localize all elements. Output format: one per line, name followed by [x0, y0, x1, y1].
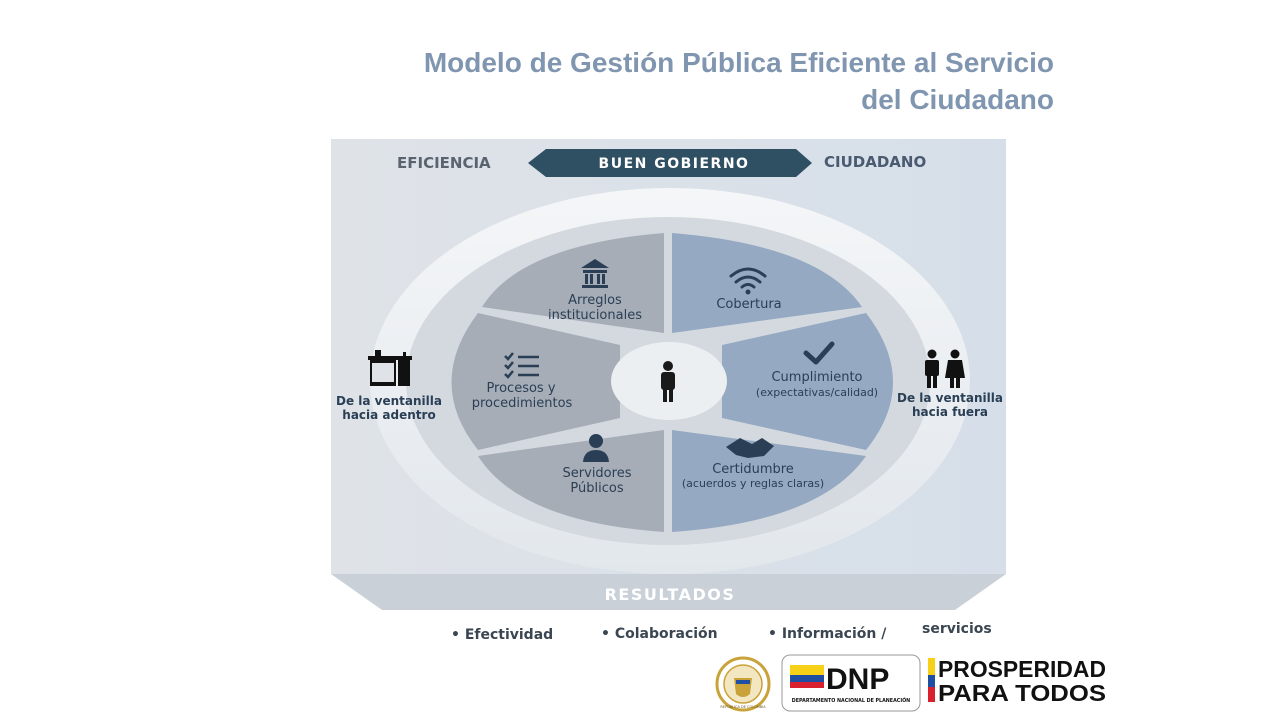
side-right-line-2: hacia fuera: [912, 405, 988, 419]
citizens-icon: [925, 349, 965, 388]
segment-cobertura: [672, 233, 862, 333]
result-item-servicios: servicios: [922, 621, 992, 637]
side-left-line-1: De la ventanilla: [336, 394, 442, 408]
public-servant-icon: [583, 434, 609, 462]
label-arreglos-1: Arreglos: [568, 293, 622, 308]
label-procesos-1: Procesos y: [486, 381, 555, 396]
result-item-efectividad: • Efectividad: [451, 627, 553, 643]
label-arreglos-2: institucionales: [548, 308, 642, 323]
checklist-icon: [504, 352, 539, 379]
dnp-text: DNP: [826, 663, 889, 696]
segment-cumplimiento: [722, 313, 893, 450]
dnp-logo: DNP DEPARTAMENTO NACIONAL DE PLANEACIÓN: [781, 654, 921, 712]
side-left-line-2: hacia adentro: [342, 408, 435, 422]
person-icon: [661, 361, 675, 402]
label-cumplimiento-2: (expectativas/calidad): [756, 386, 878, 399]
prosperidad-logo: PROSPERIDAD PARA TODOS: [928, 656, 1106, 706]
prosperidad-line-2: PARA TODOS: [938, 680, 1106, 706]
label-certidumbre-2: (acuerdos y reglas claras): [682, 477, 824, 490]
results-band: [331, 574, 1006, 610]
label-cumplimiento-1: Cumplimiento: [771, 370, 862, 385]
colombia-seal: REPÚBLICA DE COLOMBIA: [715, 656, 771, 712]
result-item-informacion: • Información /: [768, 626, 887, 642]
seal-text: REPÚBLICA DE COLOMBIA: [720, 704, 766, 709]
label-servidores-2: Públicos: [570, 481, 623, 496]
label-procesos-2: procedimientos: [472, 396, 573, 411]
bank-icon: [581, 259, 609, 288]
checkmark-icon: [803, 341, 835, 365]
header-banner: [528, 149, 812, 177]
segment-procesos: [451, 313, 620, 450]
segment-labels: Arreglos institucionales Procesos y proc…: [472, 293, 878, 496]
prosperidad-line-1: PROSPERIDAD: [938, 656, 1106, 682]
header-left-label: EFICIENCIA: [397, 154, 491, 172]
header-right-label: CIUDADANO: [824, 153, 926, 171]
handshake-icon: [726, 438, 774, 458]
segment-arreglos: [482, 233, 664, 333]
label-certidumbre-1: Certidumbre: [712, 462, 794, 477]
dnp-subtitle: DEPARTAMENTO NACIONAL DE PLANEACIÓN: [792, 697, 910, 704]
segment-certidumbre: [672, 430, 866, 532]
wifi-icon: [729, 267, 767, 289]
page-title-line-1: Modelo de Gestión Pública Eficiente al S…: [423, 47, 1054, 78]
label-cobertura: Cobertura: [716, 297, 781, 312]
label-servidores-1: Servidores: [563, 466, 632, 481]
page-title-line-2: del Ciudadano: [861, 84, 1054, 115]
header-center-label: BUEN GOBIERNO: [599, 156, 750, 172]
page-title: Modelo de Gestión Pública Eficiente al S…: [320, 44, 1054, 118]
results-title: RESULTADOS: [605, 585, 736, 604]
desk-drawer: [372, 363, 394, 382]
wifi-dot: [745, 289, 751, 295]
result-item-colaboracion: • Colaboración: [601, 626, 718, 642]
segment-servidores: [478, 430, 664, 532]
side-right-line-1: De la ventanilla: [897, 391, 1003, 405]
footer-logos: REPÚBLICA DE COLOMBIA DNP DEPARTAMENTO N…: [715, 654, 1106, 712]
